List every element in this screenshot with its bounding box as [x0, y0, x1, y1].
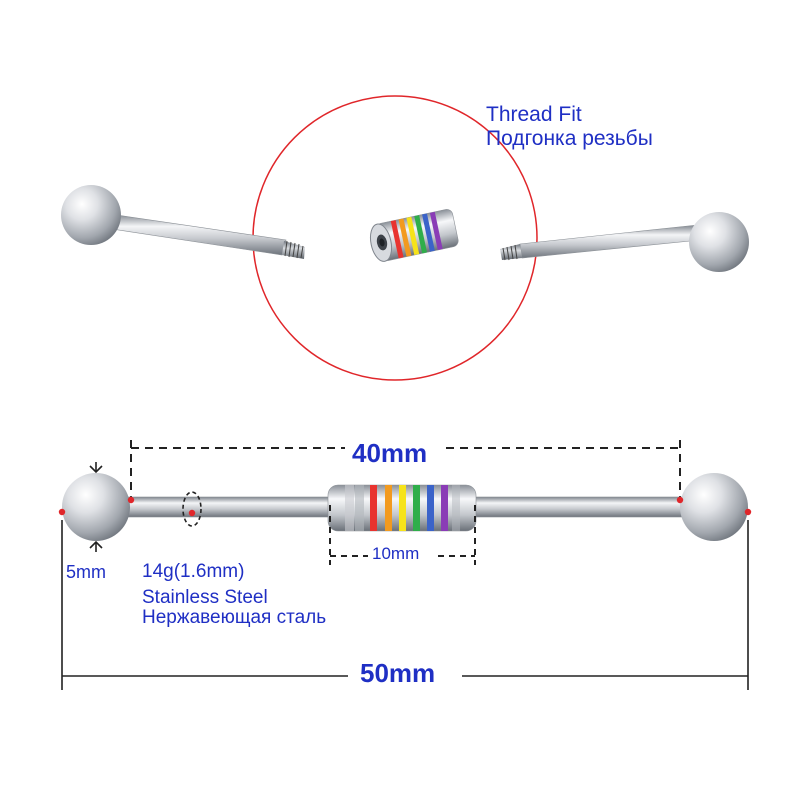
- label-material-en: Stainless Steel: [142, 587, 268, 608]
- left-ball: [62, 473, 130, 541]
- center-coil: [327, 484, 477, 532]
- left-barbell-half: [61, 185, 305, 259]
- left-ball-top: [61, 185, 121, 245]
- center-coil-top: [369, 209, 459, 262]
- dimension-10mm: [329, 505, 476, 565]
- label-ball-size: 5mm: [66, 562, 106, 582]
- right-ball: [680, 473, 748, 541]
- right-barbell-half: [500, 212, 749, 272]
- left-thread: [282, 240, 305, 259]
- right-ball-top: [689, 212, 749, 272]
- dimension-40mm: [130, 440, 681, 500]
- label-material-ru: Нержавеющая сталь: [142, 607, 327, 628]
- ball-size-arrows: [89, 462, 103, 552]
- right-thread: [500, 244, 522, 261]
- label-50mm: 50mm: [360, 658, 436, 688]
- measure-markers: [58, 496, 752, 517]
- label-gauge: 14g(1.6mm): [142, 561, 245, 582]
- dimension-50mm: [61, 520, 749, 690]
- gauge-indicator: [182, 491, 202, 527]
- label-10mm: 10mm: [372, 544, 420, 563]
- thread-fit-subtitle: Подгонка резьбы: [486, 127, 653, 150]
- label-40mm: 40mm: [352, 438, 428, 468]
- thread-fit-title: Thread Fit: [486, 103, 582, 126]
